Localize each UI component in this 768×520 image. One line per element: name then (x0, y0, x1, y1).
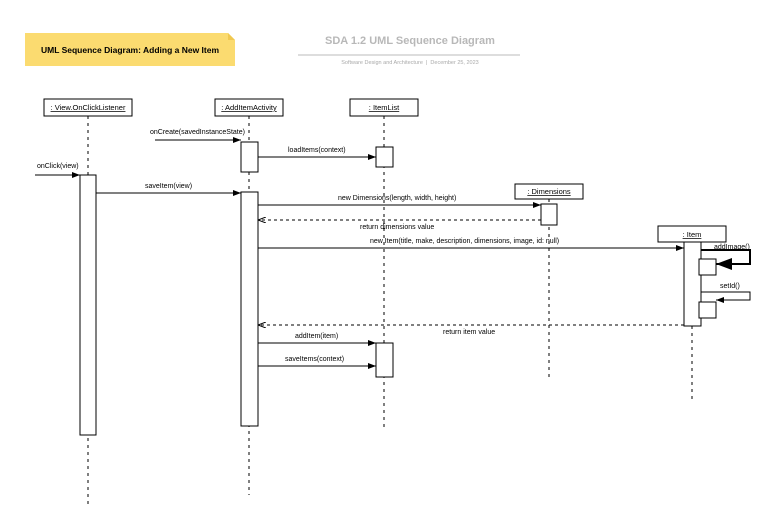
object-view-label: : View.OnClickListener (51, 103, 126, 112)
message-setid (701, 291, 751, 303)
note-fold (228, 33, 235, 40)
activation-view (79, 174, 97, 436)
label-onclick: onClick(view) (37, 163, 79, 170)
label-oncreate: onCreate(savedInstanceState) (150, 129, 245, 136)
label-saveitem: saveItem(view) (145, 183, 192, 190)
label-newdimensions: new Dimensions(length, width, height) (338, 195, 456, 202)
lifeline-lines (87, 116, 693, 505)
object-view[interactable] (43, 98, 133, 117)
note-text: UML Sequence Diagram: Adding a New Item (41, 45, 220, 55)
activation-item-setid (698, 301, 717, 319)
label-returndimensions: return dimensions value (360, 224, 434, 231)
page-title: SDA 1.2 UML Sequence Diagram (325, 35, 495, 47)
title-note: UML Sequence Diagram: Adding a New Item (25, 33, 235, 66)
activation-item-addimage (698, 258, 717, 276)
activation-item (683, 241, 702, 327)
object-dimensions[interactable] (514, 183, 584, 200)
activation-itemlist-add (375, 342, 394, 378)
label-returnitem: return item value (443, 329, 495, 336)
activation-dimensions (540, 203, 558, 226)
object-itemlist[interactable] (349, 98, 419, 117)
label-loaditems: loadItems(context) (288, 147, 346, 154)
label-setid: setId() (720, 283, 740, 290)
label-saveitems: saveItems(context) (285, 356, 344, 363)
activation-activity-oncreate (240, 141, 259, 173)
label-additem: addItem(item) (295, 333, 338, 340)
label-addimage: addImage() (714, 244, 750, 251)
label-newitem: new Item(title, make, description, dimen… (370, 238, 559, 245)
page-subtitle: Software Design and Architecture | Decem… (341, 60, 478, 66)
object-itemlist-label: : ItemList (369, 103, 400, 112)
object-item-label: : Item (683, 230, 702, 239)
object-activity[interactable] (214, 98, 284, 117)
object-dimensions-label: : Dimensions (527, 187, 571, 196)
object-activity-label: : AddItemActivity (221, 103, 277, 112)
activation-itemlist-load (375, 146, 394, 168)
note-shape (25, 33, 235, 66)
message-addimage (701, 249, 751, 270)
activation-activity-saveitem (240, 191, 259, 427)
